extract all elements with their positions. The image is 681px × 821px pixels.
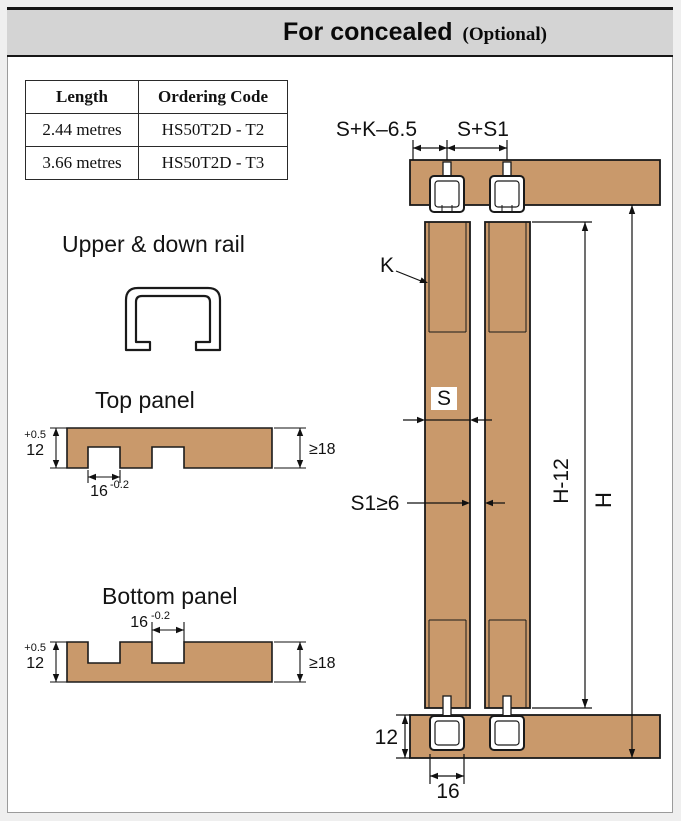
top-panel-thickness-label: 12 — [26, 442, 44, 459]
assembly-dimension-lines — [395, 140, 633, 784]
table-header-row: Length Ordering Code — [25, 80, 288, 114]
s-label-backing — [431, 387, 457, 410]
bottom-guide-left — [429, 695, 465, 751]
dim-label-s-plus-s1: S+S1 — [457, 118, 509, 141]
top-roller-left — [429, 161, 465, 213]
top-panel-dimension-arrows — [52, 428, 304, 481]
top-panel-groove-tolerance: -0.2 — [110, 479, 129, 491]
bottom-panel-drawing: 16 -0.2 12 +0.5 ≥18 — [24, 610, 336, 683]
bottom-panel-cross-section — [66, 641, 273, 683]
header-bar: For concealed (Optional) — [7, 7, 673, 57]
bottom-panel-min-thickness-label: ≥18 — [309, 655, 336, 672]
top-panel-thickness-tolerance: +0.5 — [24, 429, 46, 441]
bottom-panel-groove-label: 16 — [130, 614, 148, 631]
dim-label-s: S — [437, 387, 451, 410]
dim-label-s-plus-k: S+K–6.5 — [336, 118, 417, 141]
dim-label-bottom-12: 12 — [375, 726, 398, 749]
dim-label-h-minus-12: H-12 — [550, 458, 573, 504]
bottom-guide-right — [489, 695, 525, 751]
top-panel-min-thickness-label: ≥18 — [309, 441, 336, 458]
left-door-panel — [424, 221, 471, 709]
table-header-code: Ordering Code — [138, 80, 288, 114]
top-panel-drawing: 12 +0.5 16 -0.2 ≥18 — [24, 427, 336, 500]
table-row: 2.44 metres HS50T2D - T2 — [25, 113, 288, 147]
top-panel-section-label: Top panel — [95, 387, 195, 413]
dim-label-h: H — [591, 492, 616, 508]
right-door-panel — [484, 221, 531, 709]
rail-profile — [124, 286, 222, 352]
table-row: 3.66 metres HS50T2D - T3 — [25, 146, 288, 180]
code-value: HS50T2D - T2 — [138, 113, 288, 147]
length-value: 2.44 metres — [25, 113, 139, 147]
rail-profile-drawing — [124, 286, 222, 352]
assembly-dimension-arrows — [401, 144, 636, 780]
bottom-panel-thickness-label: 12 — [26, 655, 44, 672]
header-text: For concealed (Optional) — [283, 18, 547, 47]
ordering-table: Length Ordering Code 2.44 metres HS50T2D… — [25, 80, 288, 180]
rail-section-label: Upper & down rail — [62, 231, 245, 257]
dim-label-bottom-16: 16 — [436, 780, 459, 803]
dim-label-s1: S1≥6 — [351, 492, 400, 515]
code-value: HS50T2D - T3 — [138, 146, 288, 180]
top-roller-right — [489, 161, 525, 213]
top-panel-cross-section — [66, 427, 273, 469]
bottom-panel-groove-tolerance: -0.2 — [151, 610, 170, 622]
page-subtitle: (Optional) — [462, 24, 547, 45]
assembly-drawing: S+K–6.5 S+S1 K S S1≥6 H-12 H 12 16 — [336, 118, 661, 803]
panel-groove-lines — [428, 222, 527, 708]
bottom-panel-dimension-arrows — [52, 626, 304, 682]
top-panel-groove-label: 16 — [90, 483, 108, 500]
dim-label-k: K — [380, 254, 394, 277]
table-header-length: Length — [25, 80, 139, 114]
bottom-panel-section-label: Bottom panel — [102, 583, 238, 609]
page-title: For concealed — [283, 18, 453, 46]
bottom-panel-thickness-tolerance: +0.5 — [24, 642, 46, 654]
length-value: 3.66 metres — [25, 146, 139, 180]
